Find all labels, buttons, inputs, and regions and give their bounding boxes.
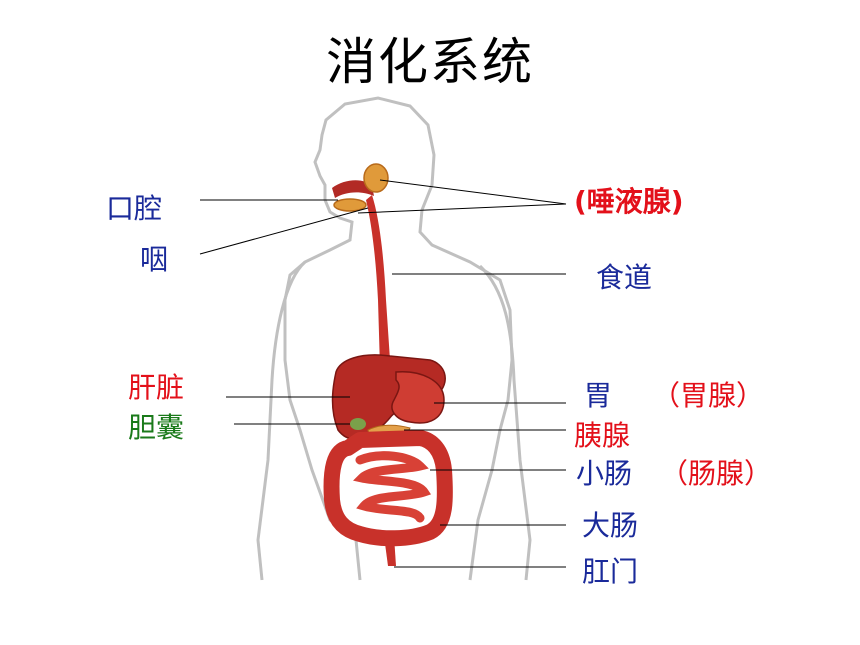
right-arm-outline	[478, 264, 532, 581]
salivary-gland-upper	[363, 163, 389, 193]
label-pharynx: 咽	[140, 243, 169, 276]
label-intestinal-gland: （肠腺）	[660, 457, 773, 490]
label-small-intestine: 小肠	[576, 457, 633, 490]
label-esophagus: 食道	[596, 261, 653, 294]
rectum	[384, 536, 396, 566]
salivary-gland-lower	[333, 198, 367, 212]
leader-salivary-lower	[357, 203, 567, 214]
left-arm-outline	[256, 260, 307, 581]
oral-cavity	[332, 180, 374, 198]
esophagus	[366, 195, 400, 380]
large-intestine	[323, 430, 453, 547]
leader-pharynx	[199, 207, 369, 255]
diagram-title: 消化系统	[326, 33, 534, 91]
gallbladder	[350, 418, 366, 430]
body-outline	[283, 96, 514, 581]
leader-lines	[199, 179, 567, 568]
label-anus: 肛门	[582, 555, 639, 588]
label-gallbladder: 胆囊	[128, 411, 185, 444]
leader-salivary-upper	[379, 179, 567, 205]
label-large-intestine: 大肠	[582, 509, 639, 542]
label-liver: 肝脏	[128, 371, 185, 404]
label-mouth: 口腔	[106, 192, 163, 225]
label-gastric-gland: （胃腺）	[652, 379, 765, 412]
label-stomach: 胃	[584, 379, 613, 412]
label-pancreas: 胰腺	[574, 419, 631, 452]
small-intestine	[353, 451, 432, 523]
label-salivary-gland: (唾液腺)	[574, 185, 684, 218]
stomach	[391, 371, 445, 424]
